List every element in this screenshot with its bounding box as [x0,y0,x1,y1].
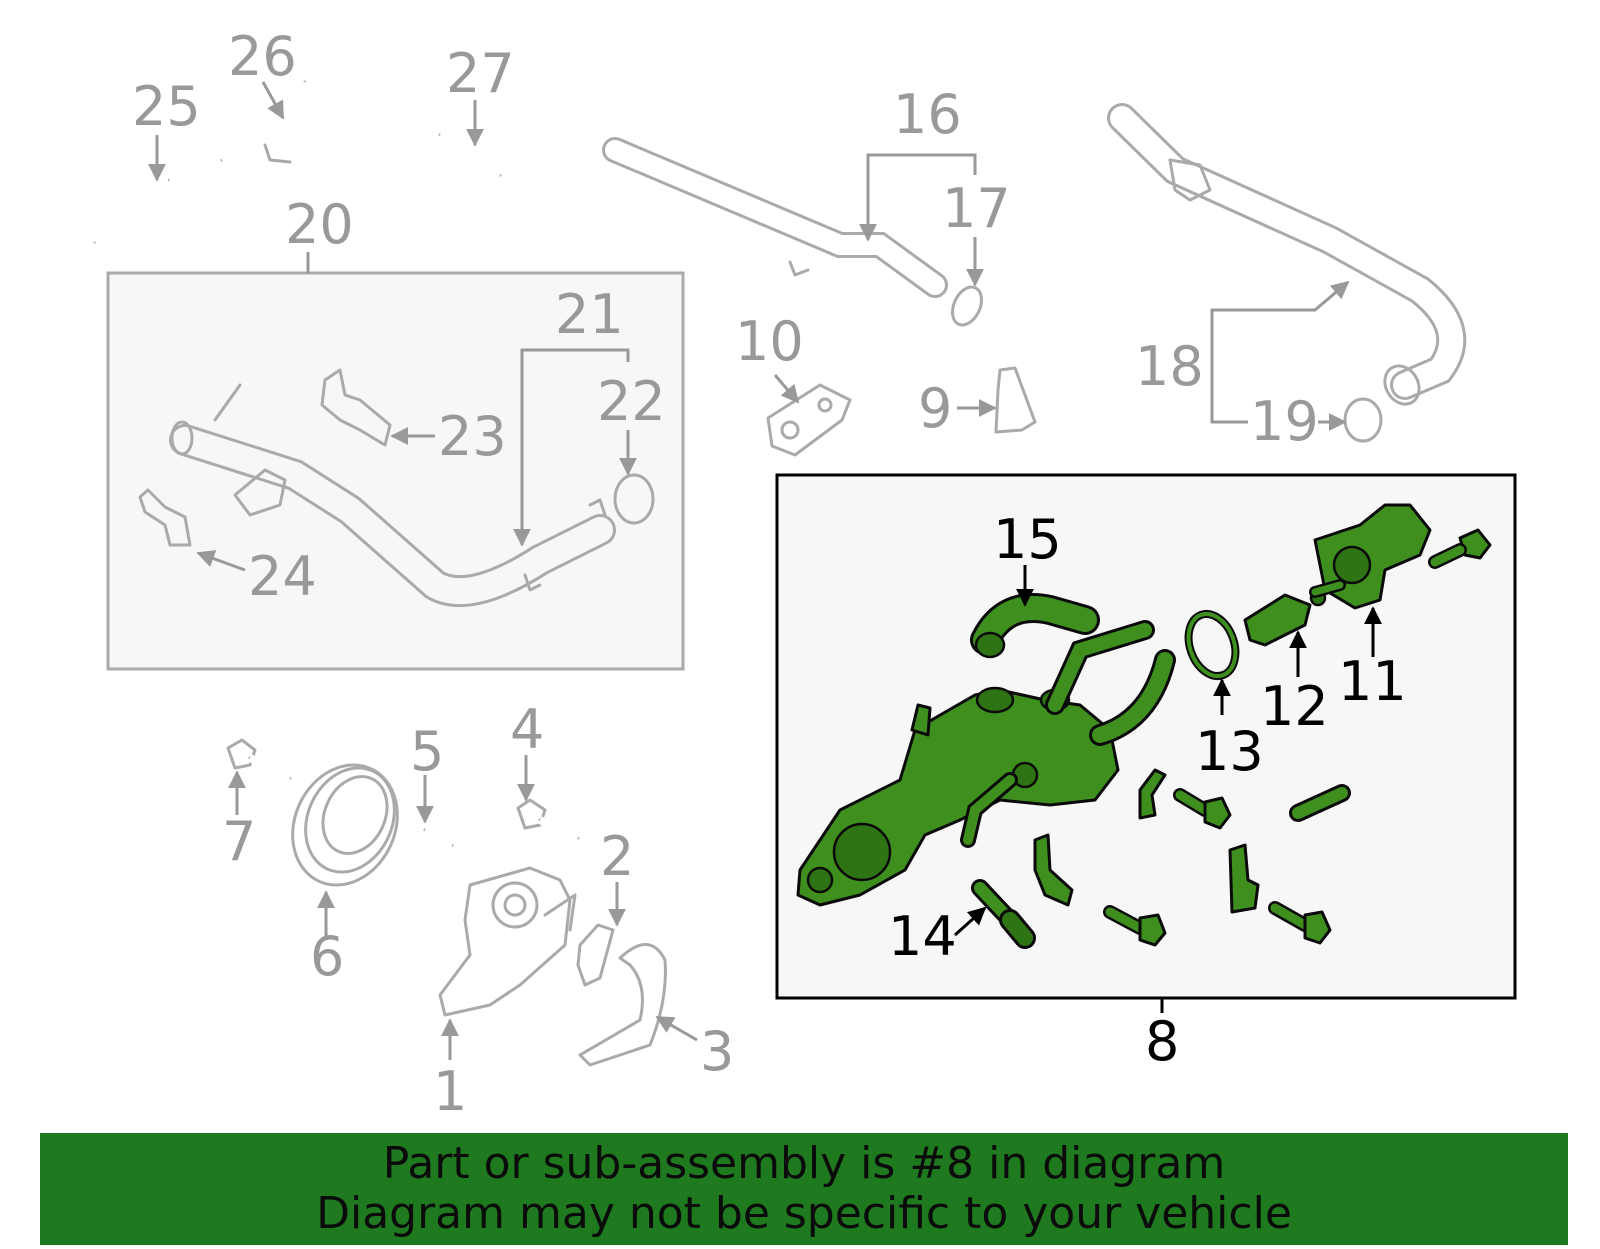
label-7[interactable]: 7 [222,810,256,873]
label-5[interactable]: 5 [410,720,444,783]
leader-lines-grey [148,81,1350,1060]
part-8-bracket-a[interactable] [1138,768,1167,820]
part-19-o-ring[interactable] [1343,397,1383,443]
label-2[interactable]: 2 [600,825,634,888]
part-3-gasket[interactable] [578,943,667,1067]
label-9[interactable]: 9 [918,377,952,440]
label-17[interactable]: 17 [942,177,1011,240]
banner-line-2: Diagram may not be specific to your vehi… [316,1188,1292,1239]
label-22[interactable]: 22 [597,370,666,433]
part-23-bracket[interactable] [320,368,392,447]
label-19[interactable]: 19 [1250,390,1319,453]
label-10[interactable]: 10 [735,310,804,373]
part-17-o-ring[interactable] [947,282,987,329]
label-16[interactable]: 16 [893,83,962,146]
leader-lines-black [953,565,1382,1013]
part-1-water-pump[interactable] [438,866,577,1017]
label-8[interactable]: 8 [1145,1010,1179,1073]
part-8-bolt-c[interactable] [1268,901,1332,945]
part-27-stud[interactable] [436,130,504,180]
label-26[interactable]: 26 [228,25,297,88]
part-4-bolt[interactable] [516,798,580,842]
part-8-bolt-top-right[interactable] [1428,528,1492,569]
label-12[interactable]: 12 [1260,675,1329,738]
part-21-pipe[interactable] [169,383,616,608]
part-5-dowel[interactable] [422,825,455,850]
label-11[interactable]: 11 [1338,650,1407,713]
label-15[interactable]: 15 [993,508,1062,571]
label-13[interactable]: 13 [1195,720,1264,783]
label-21[interactable]: 21 [555,283,624,346]
label-20[interactable]: 20 [285,193,354,256]
label-18[interactable]: 18 [1135,335,1204,398]
part-8-bracket-c[interactable] [1228,843,1260,914]
label-1[interactable]: 1 [433,1060,467,1123]
label-23[interactable]: 23 [438,405,507,468]
label-6[interactable]: 6 [310,925,344,988]
label-14[interactable]: 14 [888,905,957,968]
label-24[interactable]: 24 [248,545,317,608]
part-14-sensor[interactable] [971,879,1036,949]
part-6-pulley[interactable] [273,748,416,903]
part-10-gasket[interactable] [766,383,852,457]
banner-line-1: Part or sub-assembly is #8 in diagram [382,1138,1226,1189]
part-2-gasket[interactable] [576,923,615,987]
part-8-bracket-b[interactable] [1033,833,1074,907]
part-8-bolt-a[interactable] [1173,788,1232,830]
part-16-pipe[interactable] [602,137,948,298]
group-box-20 [106,271,685,671]
part-9-gasket[interactable] [994,366,1037,434]
label-3[interactable]: 3 [700,1020,734,1083]
part-8-bolt-b[interactable] [1103,905,1167,947]
part-15-hose[interactable] [970,593,1100,659]
part-18-pipe[interactable] [1107,103,1467,410]
part-24-bracket[interactable] [138,488,192,547]
part-8-assembly-highlight[interactable] [796,620,1176,907]
info-banner: Part or sub-assembly is #8 in diagram Di… [40,1133,1568,1245]
part-11-housing[interactable] [1309,503,1432,610]
part-7-bolt[interactable] [226,738,292,782]
label-27[interactable]: 27 [446,42,515,105]
part-25-hose[interactable] [90,175,170,244]
part-8-stud[interactable] [1289,784,1351,822]
label-4[interactable]: 4 [510,698,544,761]
label-25[interactable]: 25 [132,75,201,138]
part-26-pipe[interactable] [220,80,314,164]
part-labels: 25 26 27 16 17 20 21 22 23 24 10 9 18 19… [132,25,1407,1123]
